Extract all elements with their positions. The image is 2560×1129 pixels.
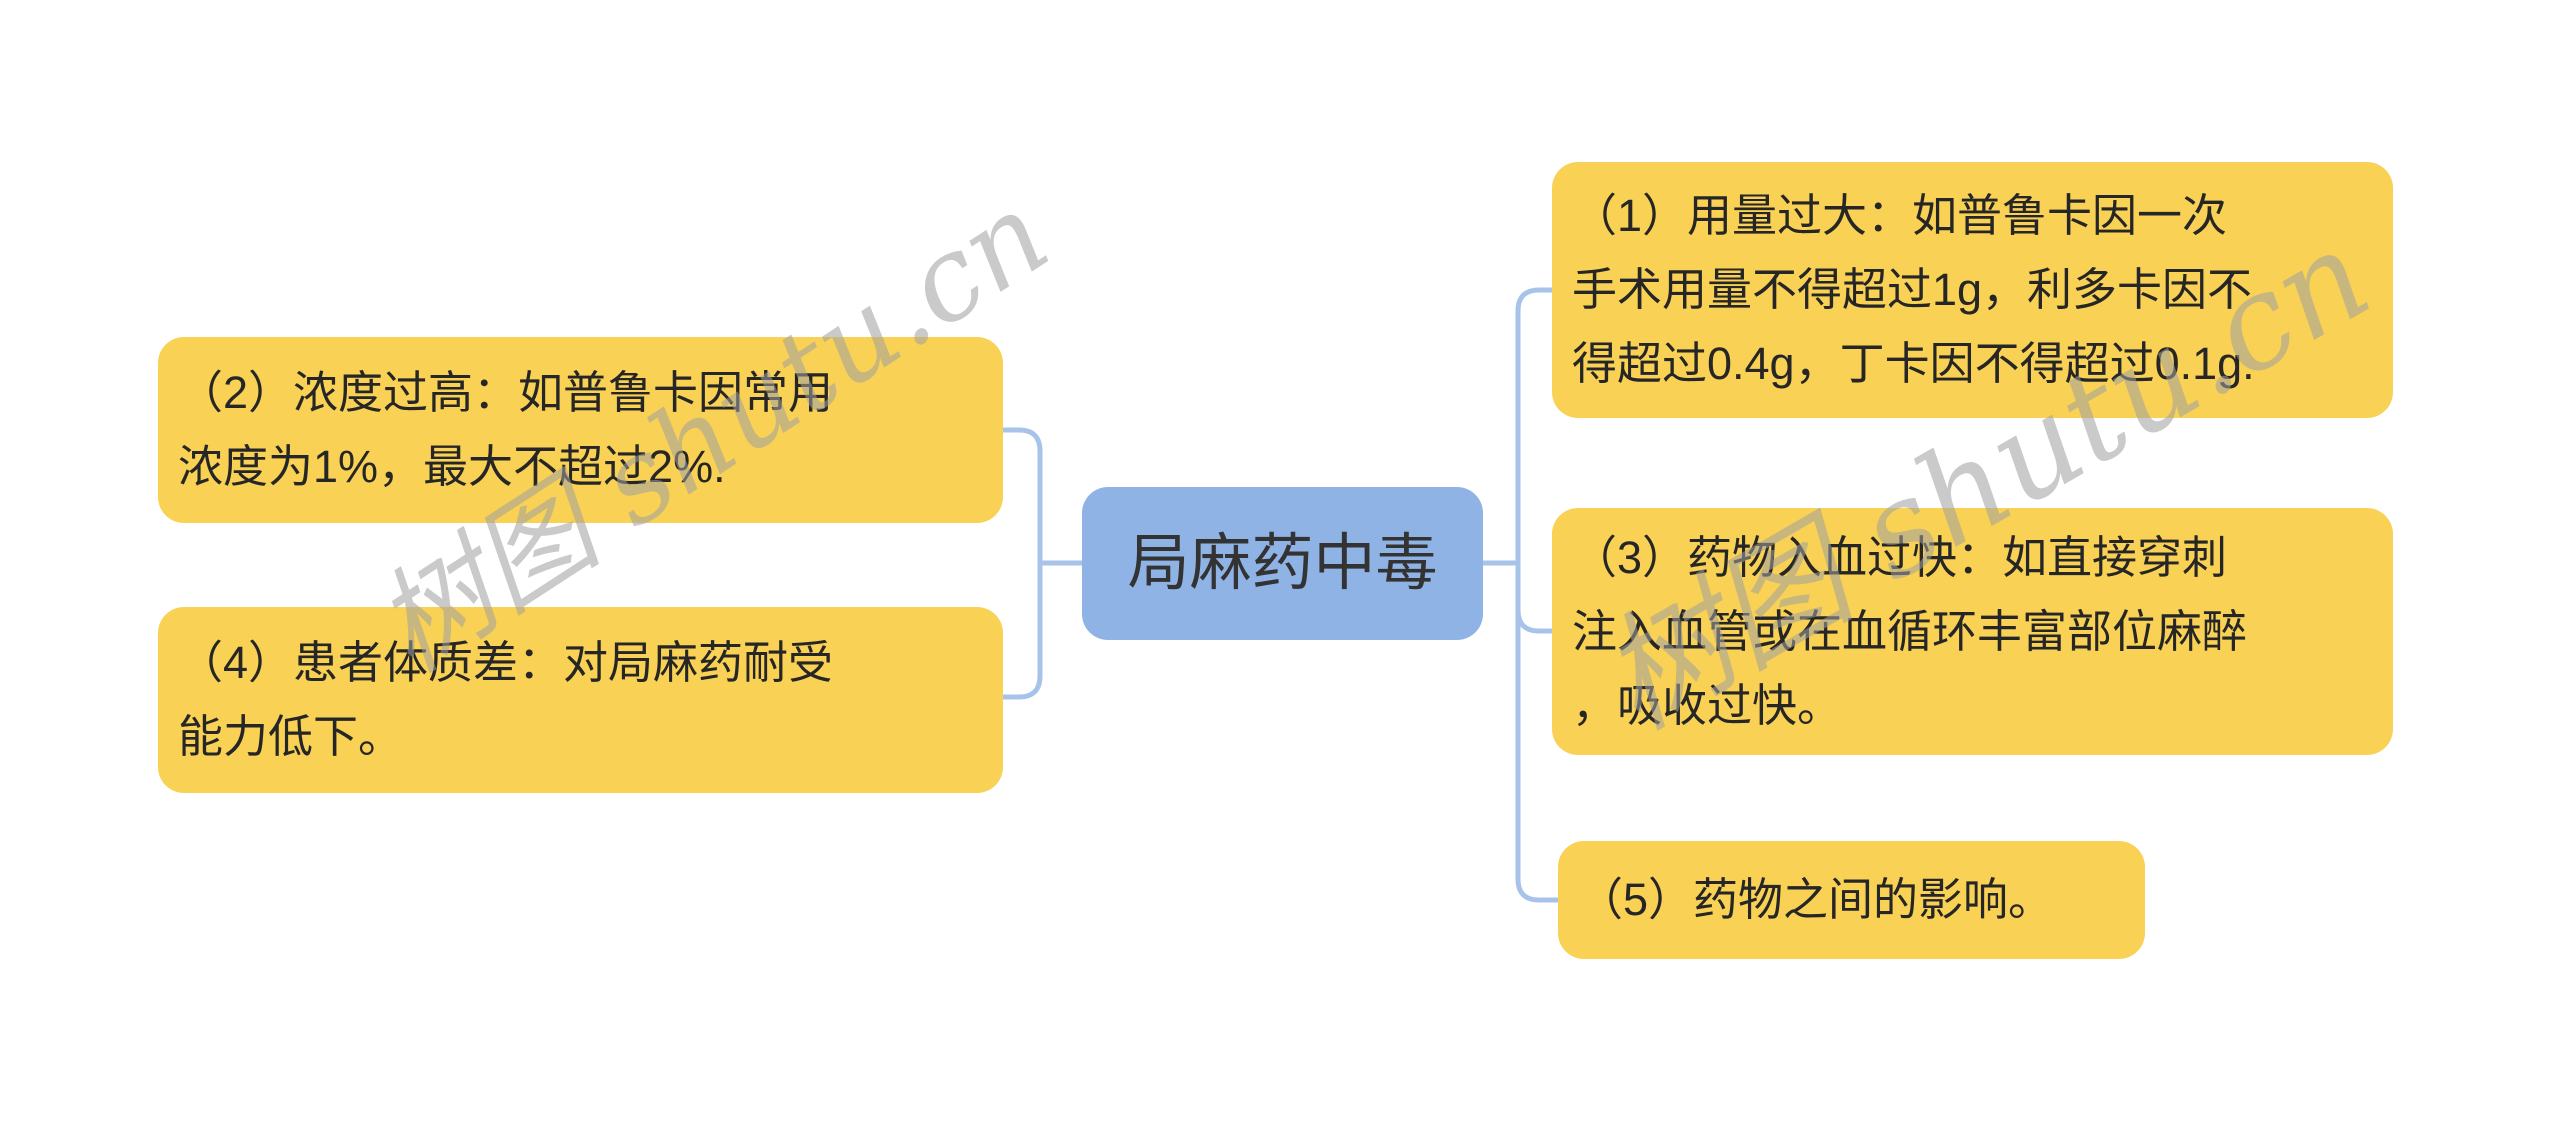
branch-node-4-label: （4）患者体质差：对局麻药耐受 能力低下。 xyxy=(178,637,834,762)
root-node-local-anesthetic-poisoning[interactable]: 局麻药中毒 xyxy=(1082,487,1483,640)
branch-node-5-drug-interaction[interactable]: （5）药物之间的影响。 xyxy=(1558,841,2145,959)
branch-node-5-label: （5）药物之间的影响。 xyxy=(1578,874,2054,925)
branch-node-2-label: （2）浓度过高：如普鲁卡因常用 浓度为1%，最大不超过2%. xyxy=(178,367,834,492)
root-node-label: 局麻药中毒 xyxy=(1127,528,1438,598)
branch-node-3-rapid-entry[interactable]: （3）药物入血过快：如直接穿刺 注入血管或在血循环丰富部位麻醉 ，吸收过快。 xyxy=(1552,508,2393,755)
branch-node-1-label: （1）用量过大：如普鲁卡因一次 手术用量不得超过1g，利多卡因不 得超过0.4g… xyxy=(1572,190,2255,389)
branch-node-4-constitution[interactable]: （4）患者体质差：对局麻药耐受 能力低下。 xyxy=(158,607,1003,793)
branch-node-1-overdose[interactable]: （1）用量过大：如普鲁卡因一次 手术用量不得超过1g，利多卡因不 得超过0.4g… xyxy=(1552,162,2393,418)
connector-right-trunk xyxy=(1515,287,1561,903)
branch-node-2-concentration[interactable]: （2）浓度过高：如普鲁卡因常用 浓度为1%，最大不超过2%. xyxy=(158,337,1003,523)
connector-left-trunk xyxy=(1000,427,1043,700)
branch-node-3-label: （3）药物入血过快：如直接穿刺 注入血管或在血循环丰富部位麻醉 ，吸收过快。 xyxy=(1572,531,2248,731)
connector-right-middle-branch xyxy=(1515,607,1558,634)
